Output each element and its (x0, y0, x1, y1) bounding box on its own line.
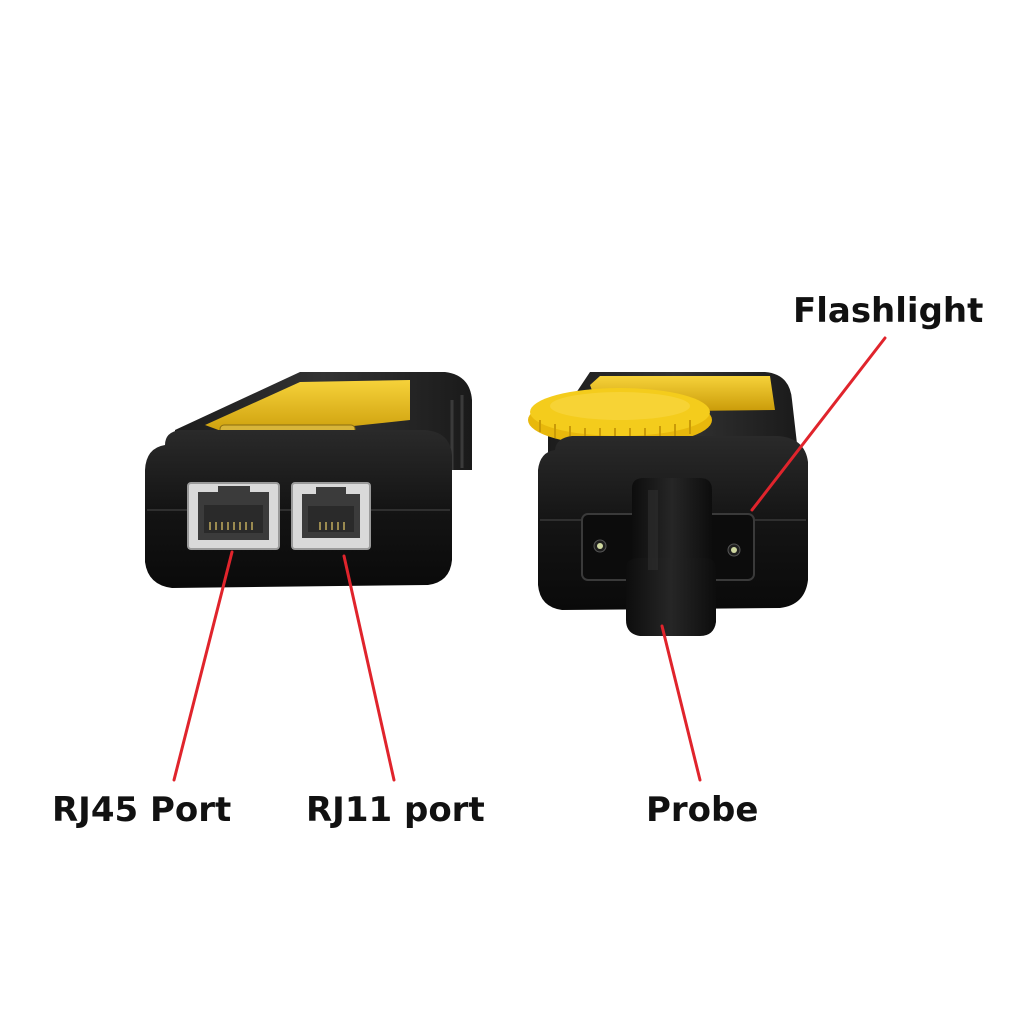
callout-line-rj11 (342, 554, 396, 782)
rj45-port-label: RJ45 Port (52, 790, 232, 830)
callout-lines (172, 336, 887, 782)
rj11-jack-icon (291, 482, 371, 550)
probe-label: Probe (646, 790, 759, 830)
volume-wheel (528, 388, 712, 446)
receiver-device (528, 372, 808, 636)
rj11-port-label: RJ11 port (306, 790, 485, 830)
rj45-jack-icon (187, 482, 280, 550)
probe-tip (626, 478, 716, 636)
transmitter-device (145, 372, 472, 588)
flashlight-label: Flashlight (793, 291, 984, 331)
callout-line-flashlight (750, 336, 887, 512)
transmitter-yellow-panel (205, 380, 410, 438)
led-icon (593, 539, 741, 557)
callout-line-probe (660, 624, 702, 782)
callout-line-rj45 (172, 550, 234, 782)
